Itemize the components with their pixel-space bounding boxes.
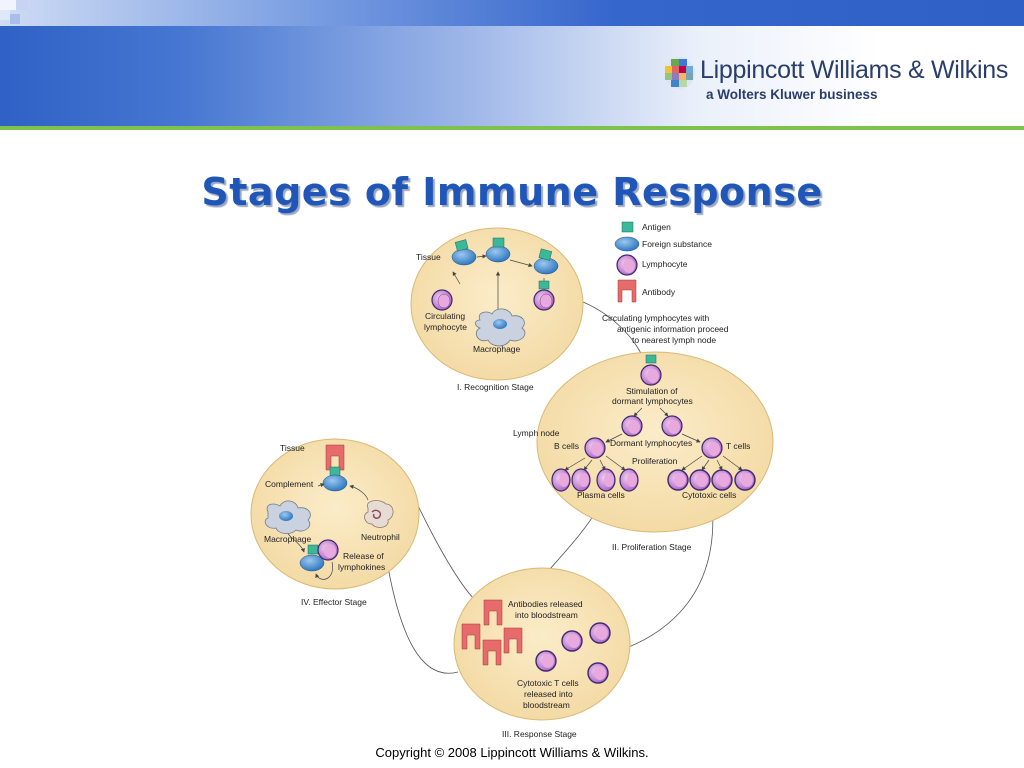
label-release-2: lymphokines	[338, 562, 385, 572]
dormant-lymphocyte-icon	[661, 415, 683, 437]
publisher-logo[interactable]: Lippincott Williams & Wilkins a Wolters …	[662, 54, 1008, 104]
legend: Antigen Foreign substance Lymphocyte Ant…	[614, 221, 712, 303]
legend-antibody-icon	[617, 279, 637, 303]
antibody-icon	[503, 627, 523, 654]
plasma-cell-icon	[619, 468, 639, 492]
legend-lymphocyte-icon	[616, 254, 638, 276]
antibody-icon	[483, 599, 503, 626]
t-cell-icon	[701, 437, 723, 459]
cytotoxic-cell-icon	[711, 469, 733, 491]
label-stimulation-2: dormant lymphocytes	[612, 396, 693, 406]
label-macrophage: Macrophage	[473, 344, 521, 354]
plasma-cell-icon	[571, 468, 591, 492]
b-cell-icon	[584, 437, 606, 459]
dormant-lymphocyte-icon	[621, 415, 643, 437]
macrophage-icon	[264, 500, 311, 534]
plasma-cell-icon	[551, 468, 571, 492]
cytotoxic-t-cell-icon	[561, 630, 583, 652]
cytotoxic-cell-icon	[667, 469, 689, 491]
antibody-icon	[461, 623, 481, 650]
stage-label-response: III. Response Stage	[502, 729, 577, 739]
note-line-1: Circulating lymphocytes with	[602, 313, 710, 323]
label-cytotoxic: Cytotoxic cells	[682, 490, 736, 500]
foreign-substance-icon	[322, 474, 348, 492]
antigen-foreign-icon	[533, 248, 559, 275]
label-b-cells: B cells	[554, 441, 579, 451]
cytotoxic-t-cell-icon	[587, 662, 609, 684]
decor-square	[0, 0, 16, 10]
neutrophil-icon	[364, 500, 394, 528]
stage-label-proliferation: II. Proliferation Stage	[612, 542, 692, 552]
label-release: Release of	[343, 551, 384, 561]
cytotoxic-t-cell-icon	[589, 622, 611, 644]
lymphocyte-antigen-icon	[533, 280, 555, 311]
label-cytotoxic-t-2: released into	[524, 689, 573, 699]
legend-antibody-label: Antibody	[642, 287, 676, 297]
label-cytotoxic-t-3: bloodstream	[523, 700, 570, 710]
publisher-tagline: a Wolters Kluwer business	[706, 87, 878, 102]
logo-mosaic-icon	[663, 57, 695, 89]
legend-foreign-icon	[614, 236, 640, 252]
decor-square	[0, 10, 10, 20]
label-effector-macrophage: Macrophage	[264, 534, 312, 544]
stage-label-recognition: I. Recognition Stage	[457, 382, 534, 392]
label-proliferation: Proliferation	[632, 456, 678, 466]
legend-foreign-label: Foreign substance	[642, 239, 712, 249]
note-line-2: antigenic information proceed	[617, 324, 729, 334]
lymphocyte-antigen-icon	[640, 354, 662, 386]
stage-label-effector: IV. Effector Stage	[301, 597, 367, 607]
copyright-notice: Copyright © 2008 Lippincott Williams & W…	[375, 745, 649, 760]
label-effector-tissue: Tissue	[280, 443, 305, 453]
cytotoxic-t-cell-icon	[535, 650, 557, 672]
cytotoxic-cell-icon	[734, 469, 756, 491]
plasma-cell-icon	[596, 468, 616, 492]
label-stimulation: Stimulation of	[626, 386, 678, 396]
antigen-foreign-icon	[485, 237, 511, 263]
note-line-3: to nearest lymph node	[632, 335, 716, 345]
label-circulating: Circulating	[425, 311, 465, 321]
decor-square	[10, 14, 20, 24]
slide-title: Stages of Immune Response	[201, 170, 823, 214]
cytotoxic-cell-icon	[689, 469, 711, 491]
label-complement: Complement	[265, 479, 314, 489]
label-lymph-node: Lymph node	[513, 428, 560, 438]
decor-square	[16, 0, 28, 10]
legend-antigen-label: Antigen	[642, 222, 671, 232]
header-rule	[0, 126, 1024, 130]
publisher-name: Lippincott Williams & Wilkins	[700, 56, 1009, 84]
immune-response-diagram: Tissue Circulating lymphocyte Macrophage…	[250, 221, 774, 739]
label-neutrophil: Neutrophil	[361, 532, 400, 542]
lymphocyte-icon	[431, 289, 453, 311]
antigen-icon	[329, 466, 341, 477]
macrophage-icon	[475, 308, 526, 347]
antibody-icon	[482, 639, 502, 666]
label-cytotoxic-t: Cytotoxic T cells	[517, 678, 579, 688]
header-banner: Lippincott Williams & Wilkins a Wolters …	[0, 0, 1024, 130]
antibody-icon	[325, 444, 345, 471]
label-t-cells: T cells	[726, 441, 750, 451]
label-plasma: Plasma cells	[577, 490, 625, 500]
label-antibodies: Antibodies released	[508, 599, 583, 609]
legend-lymphocyte-label: Lymphocyte	[642, 259, 688, 269]
effector-stage-blob	[250, 438, 420, 590]
legend-antigen-icon	[621, 221, 634, 233]
label-tissue: Tissue	[416, 252, 441, 262]
label-dormant: Dormant lymphocytes	[610, 438, 692, 448]
antigen-foreign-icon	[451, 239, 477, 266]
lymphocyte-release-icon	[299, 539, 339, 572]
label-antibodies-2: into bloodstream	[515, 610, 578, 620]
label-circulating-2: lymphocyte	[424, 322, 467, 332]
